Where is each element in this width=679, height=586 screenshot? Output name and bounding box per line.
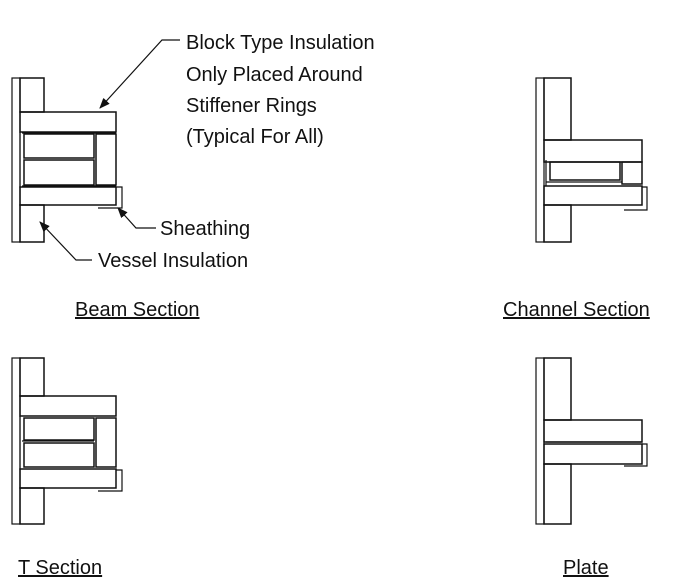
plate-drawing bbox=[535, 357, 648, 525]
block-insulation-label-line-2: Only Placed Around bbox=[186, 64, 363, 86]
caption-beam-section: Beam Section bbox=[75, 299, 200, 321]
block-insulation-label-line-4: (Typical For All) bbox=[186, 126, 324, 148]
caption-plate: Plate bbox=[563, 557, 609, 579]
block-insulation-label-line-3: Stiffener Rings bbox=[186, 95, 317, 117]
channel-section-drawing bbox=[535, 77, 648, 243]
caption-t-section: T Section bbox=[18, 557, 102, 579]
beam-section-drawing bbox=[11, 77, 123, 243]
leader-lines bbox=[39, 39, 180, 261]
caption-channel-section: Channel Section bbox=[503, 299, 650, 321]
block-insulation-label-line-1: Block Type Insulation bbox=[186, 32, 375, 54]
t-section-drawing bbox=[11, 357, 123, 525]
vessel-insulation-label: Vessel Insulation bbox=[98, 250, 248, 272]
sheathing-label: Sheathing bbox=[160, 218, 250, 240]
